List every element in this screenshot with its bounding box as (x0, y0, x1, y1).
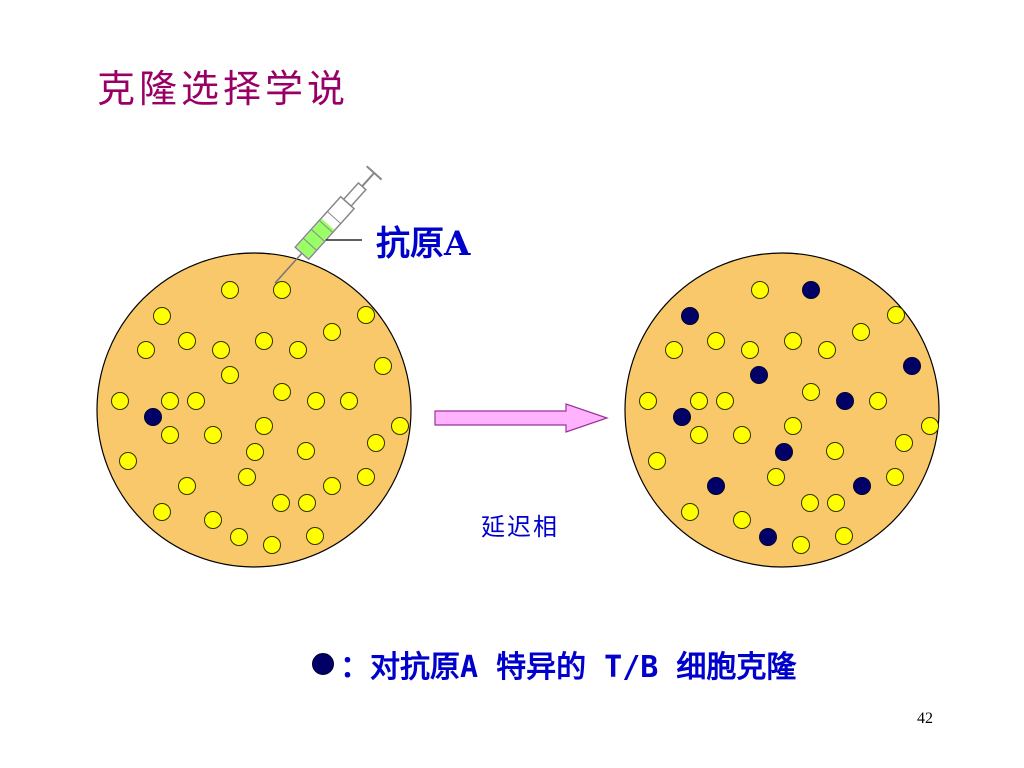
right-specific-cell (853, 477, 871, 495)
right-specific-cell (707, 477, 725, 495)
left-cell (153, 503, 171, 521)
left-cell (298, 494, 316, 512)
left-cells-group (111, 281, 409, 554)
right-cell (895, 434, 913, 452)
left-cell-population (96, 252, 412, 568)
right-cell (802, 383, 820, 401)
left-cell (119, 452, 137, 470)
left-cell (357, 306, 375, 324)
left-cell (255, 332, 273, 350)
right-cell (681, 503, 699, 521)
right-cell (886, 468, 904, 486)
left-cell (255, 417, 273, 435)
left-cell (323, 323, 341, 341)
right-cell (818, 341, 836, 359)
phase-label: 延迟相 (481, 513, 559, 541)
right-cell (887, 306, 905, 324)
right-cell (801, 494, 819, 512)
right-cell (784, 417, 802, 435)
left-cell (238, 468, 256, 486)
right-cell (639, 392, 657, 410)
right-cell (733, 426, 751, 444)
left-cell (323, 477, 341, 495)
right-cell (792, 536, 810, 554)
left-cell (111, 392, 129, 410)
page-number: 42 (917, 710, 933, 727)
left-cell (289, 341, 307, 359)
right-cell (835, 527, 853, 545)
right-cell-population (624, 252, 940, 568)
right-specific-cell (903, 357, 921, 375)
left-cell (178, 477, 196, 495)
left-cell (297, 442, 315, 460)
left-cell (221, 281, 239, 299)
left-cell (212, 341, 230, 359)
left-cell (153, 307, 171, 325)
right-cell (648, 452, 666, 470)
right-cell (852, 323, 870, 341)
legend: ：对抗原A 特异的 T/B 细胞克隆 (312, 642, 796, 686)
right-specific-cell (750, 366, 768, 384)
right-cell (741, 341, 759, 359)
right-cell (826, 442, 844, 460)
antigen-label: 抗原A (376, 224, 471, 264)
right-cell (690, 392, 708, 410)
left-cell (263, 536, 281, 554)
left-cell (187, 392, 205, 410)
left-cell (230, 528, 248, 546)
right-specific-cell (681, 307, 699, 325)
right-cell (869, 392, 887, 410)
right-specific-cell (836, 392, 854, 410)
left-cell (357, 468, 375, 486)
right-specific-cell (673, 408, 691, 426)
left-cell (204, 511, 222, 529)
left-cell (340, 392, 358, 410)
right-cell (733, 511, 751, 529)
right-cell (921, 417, 939, 435)
left-cell (161, 392, 179, 410)
right-cell (665, 341, 683, 359)
left-specific-cell (144, 408, 162, 426)
left-cell (272, 494, 290, 512)
left-cell (273, 383, 291, 401)
right-cell (716, 392, 734, 410)
left-cell (161, 426, 179, 444)
right-cell (827, 494, 845, 512)
right-cell (707, 332, 725, 350)
left-cell (273, 281, 291, 299)
left-cell (374, 357, 392, 375)
slide-title: 克隆选择学说 (97, 67, 350, 111)
right-specific-cell (759, 528, 777, 546)
left-cell (306, 527, 324, 545)
right-cell (751, 281, 769, 299)
left-cell (391, 417, 409, 435)
left-cell (221, 366, 239, 384)
right-cell (784, 332, 802, 350)
right-arrow-icon (434, 403, 609, 433)
specific-clone-legend-dot (312, 653, 334, 675)
left-cell (178, 332, 196, 350)
left-cell (307, 392, 325, 410)
left-cell (367, 434, 385, 452)
right-cell (690, 426, 708, 444)
left-cell (137, 341, 155, 359)
syringe-icon (274, 165, 383, 284)
left-cell (246, 443, 264, 461)
right-specific-cell (775, 443, 793, 461)
legend-text: ：对抗原A 特异的 T/B 细胞克隆 (340, 650, 797, 685)
right-cells-group (639, 281, 939, 554)
right-specific-cell (802, 281, 820, 299)
left-cell (204, 426, 222, 444)
right-cell (767, 468, 785, 486)
